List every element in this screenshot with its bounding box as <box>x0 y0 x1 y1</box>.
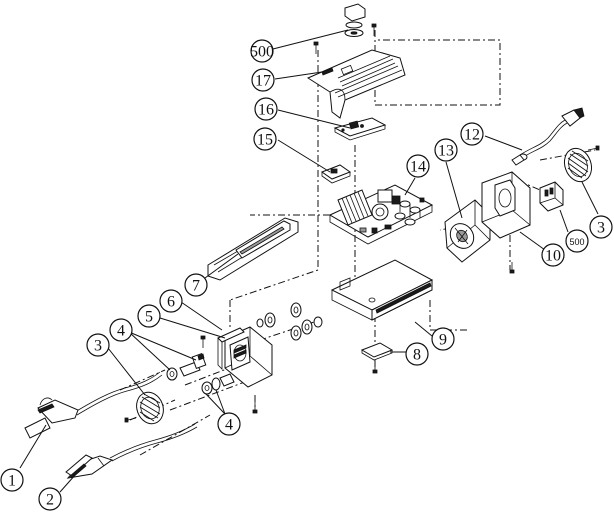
main-pcb-part-14 <box>328 184 434 245</box>
callout-1: 1 <box>0 468 24 492</box>
callout-6-label: 6 <box>167 294 175 311</box>
fan-guard-part-3-right <box>563 147 593 183</box>
small-plate-part-8 <box>360 342 394 361</box>
callout-9-label: 9 <box>439 332 447 349</box>
callout-17-label: 17 <box>255 73 271 90</box>
callout-500-label: 500 <box>569 237 584 247</box>
callout-15: 15 <box>253 127 277 151</box>
callout-16: 16 <box>254 97 278 121</box>
callout-14-label: 14 <box>410 159 426 176</box>
callout-13-label: 13 <box>438 143 454 160</box>
washers-group <box>256 302 323 341</box>
screw-icon-left-3 <box>124 417 137 423</box>
callout-14: 14 <box>406 154 430 178</box>
callout-1-label: 1 <box>8 473 16 490</box>
fan-guard-part-3-left <box>136 391 164 425</box>
callout-12-label: 12 <box>464 127 480 144</box>
callout-17: 17 <box>251 68 275 92</box>
callout-7: 7 <box>184 273 208 297</box>
terminal-connector-part-4-upper <box>166 353 207 381</box>
ground-clamp-part-2 <box>65 423 198 479</box>
callout-18: 500 <box>250 39 274 63</box>
screw-icon-left-1 <box>200 335 206 348</box>
pcb-board-part-16 <box>333 117 387 141</box>
callout-16-label: 16 <box>258 102 274 119</box>
screw-icon-bottom-center <box>372 362 378 374</box>
callout-8-label: 8 <box>413 347 421 364</box>
callout-4-lower: 4 <box>217 412 241 436</box>
screw-icon-right <box>587 145 600 151</box>
callout-5: 5 <box>137 304 161 328</box>
callout-500: 500 <box>565 229 589 253</box>
electrode-holder-part-1 <box>24 371 163 439</box>
nut-part-18 <box>344 3 366 37</box>
callout-15-label: 15 <box>257 132 273 149</box>
cooling-fan-part-13 <box>444 199 491 263</box>
callout-2: 2 <box>38 487 62 511</box>
connector-part-500 <box>539 181 564 212</box>
terminal-connector-part-4-lower <box>201 373 235 395</box>
leader-lines <box>19 29 599 493</box>
callout-3-left: 3 <box>86 333 110 357</box>
callout-7-label: 7 <box>192 278 200 295</box>
callout-12: 12 <box>460 122 484 146</box>
callout-3-right: 3 <box>589 215 613 239</box>
screw-icon-top-1 <box>371 23 377 36</box>
callout-3-left-label: 3 <box>94 338 102 355</box>
callout-8: 8 <box>405 342 429 366</box>
back-housing-part-10 <box>481 171 531 239</box>
callout-13: 13 <box>434 138 458 162</box>
callout-3-right-label: 3 <box>597 220 605 237</box>
handle-part-7 <box>207 217 299 281</box>
callout-4-upper-label: 4 <box>117 323 125 340</box>
callout-5-label: 5 <box>145 309 153 326</box>
callout-4-upper: 4 <box>109 318 133 342</box>
power-cord-part-12 <box>511 107 585 166</box>
plate-part-15 <box>320 164 352 184</box>
callout-10-label: 10 <box>545 248 561 265</box>
callout-2-label: 2 <box>46 492 54 509</box>
screw-icon-top-2 <box>313 41 319 54</box>
base-plate-part-9 <box>330 259 434 321</box>
callout-6: 6 <box>159 289 183 313</box>
screw-icon-right-lower <box>509 262 515 274</box>
front-housing-part-5 <box>224 326 273 388</box>
callout-18-label: 500 <box>250 44 274 61</box>
callout-4-lower-label: 4 <box>225 417 233 434</box>
callout-10: 10 <box>541 243 565 267</box>
panel-frame-part-6 <box>217 327 245 370</box>
screw-icon-left-2 <box>252 402 258 414</box>
callout-9: 9 <box>431 327 455 351</box>
top-cover-part-17 <box>306 49 406 119</box>
